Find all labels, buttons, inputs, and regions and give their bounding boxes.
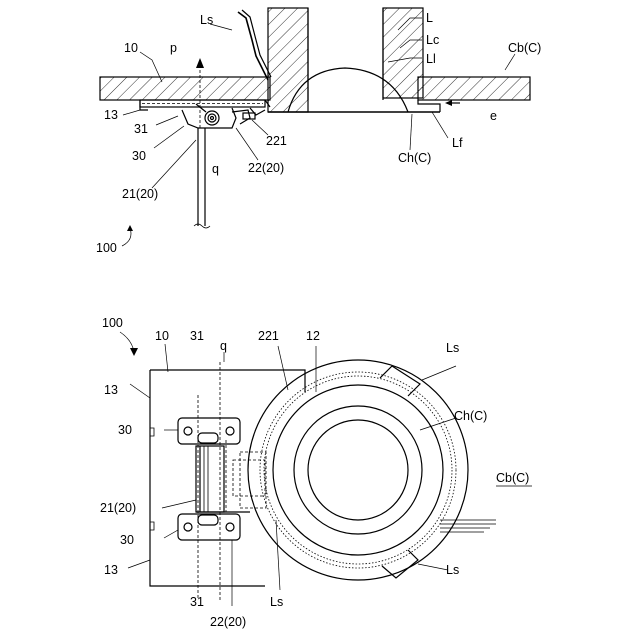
edge-arrow-e bbox=[445, 100, 460, 106]
hanging-plate bbox=[194, 128, 210, 228]
hanging-plate-plan bbox=[196, 446, 250, 512]
label-Ls-bottom-top: Ls bbox=[446, 341, 459, 355]
hinge-bottom bbox=[178, 514, 240, 540]
reference-arrow-100 bbox=[122, 225, 133, 246]
label-13-top: 13 bbox=[104, 108, 118, 122]
label-30-bottom-top: 30 bbox=[118, 423, 132, 437]
label-p: p bbox=[170, 41, 177, 55]
label-100-top: 100 bbox=[96, 241, 117, 255]
label-Cb-bottom: Cb(C) bbox=[496, 471, 529, 485]
label-Ch-top: Ch(C) bbox=[398, 151, 431, 165]
plan-view bbox=[120, 332, 532, 606]
label-Cb-top: Cb(C) bbox=[508, 41, 541, 55]
label-Ls-bottom: Ls bbox=[446, 563, 459, 577]
label-Lc: Lc bbox=[426, 33, 439, 47]
label-221-top: 221 bbox=[266, 134, 287, 148]
base-plate bbox=[150, 370, 305, 586]
label-30-bottom: 30 bbox=[120, 533, 134, 547]
label-Ls-bottom-mid: Ls bbox=[270, 595, 283, 609]
label-10-bottom: 10 bbox=[155, 329, 169, 343]
label-22-bottom: 22(20) bbox=[210, 615, 246, 629]
label-q-top: q bbox=[212, 162, 219, 176]
ceiling-board-right bbox=[418, 77, 530, 100]
label-13-bottom-top: 13 bbox=[104, 383, 118, 397]
label-31-bottom: 31 bbox=[190, 595, 204, 609]
spring-tab-top bbox=[380, 366, 420, 396]
label-q-bottom: q bbox=[220, 339, 227, 353]
label-21-bottom: 21(20) bbox=[100, 501, 136, 515]
label-10-top: 10 bbox=[124, 41, 138, 55]
label-L: L bbox=[426, 11, 433, 25]
labels-bottom: 100 10 31 q 221 12 Ls 13 Ch(C) 30 Cb(C) … bbox=[100, 316, 529, 629]
spring-tab-bottom bbox=[382, 550, 418, 578]
clip-hidden bbox=[233, 452, 266, 508]
label-Ch-bottom: Ch(C) bbox=[454, 409, 487, 423]
luminaire-plan bbox=[248, 360, 468, 580]
reference-arrow-100-bottom bbox=[120, 332, 138, 356]
label-e: e bbox=[490, 109, 497, 123]
hinge-top bbox=[178, 418, 240, 444]
label-30-top: 30 bbox=[132, 149, 146, 163]
label-21-top: 21(20) bbox=[122, 187, 158, 201]
label-22-top: 22(20) bbox=[248, 161, 284, 175]
leader-lines-bottom bbox=[128, 344, 456, 606]
label-31-top: 31 bbox=[134, 122, 148, 136]
section-view bbox=[100, 8, 530, 246]
label-Ls-top: Ls bbox=[200, 13, 213, 27]
label-31-bottom-top: 31 bbox=[190, 329, 204, 343]
ceiling-board-left bbox=[100, 77, 270, 100]
labels-top: Ls L Lc Ll Cb(C) 10 p 13 31 30 q 21(20) … bbox=[96, 11, 541, 255]
ceiling-surface-lines bbox=[440, 520, 496, 532]
rotation-lines bbox=[198, 362, 226, 600]
label-13-bottom: 13 bbox=[104, 563, 118, 577]
label-Lf: Lf bbox=[452, 136, 463, 150]
label-100-bottom: 100 bbox=[102, 316, 123, 330]
label-12: 12 bbox=[306, 329, 320, 343]
label-Ll: Ll bbox=[426, 52, 436, 66]
luminaire-casing bbox=[268, 8, 440, 112]
label-221-bottom: 221 bbox=[258, 329, 279, 343]
